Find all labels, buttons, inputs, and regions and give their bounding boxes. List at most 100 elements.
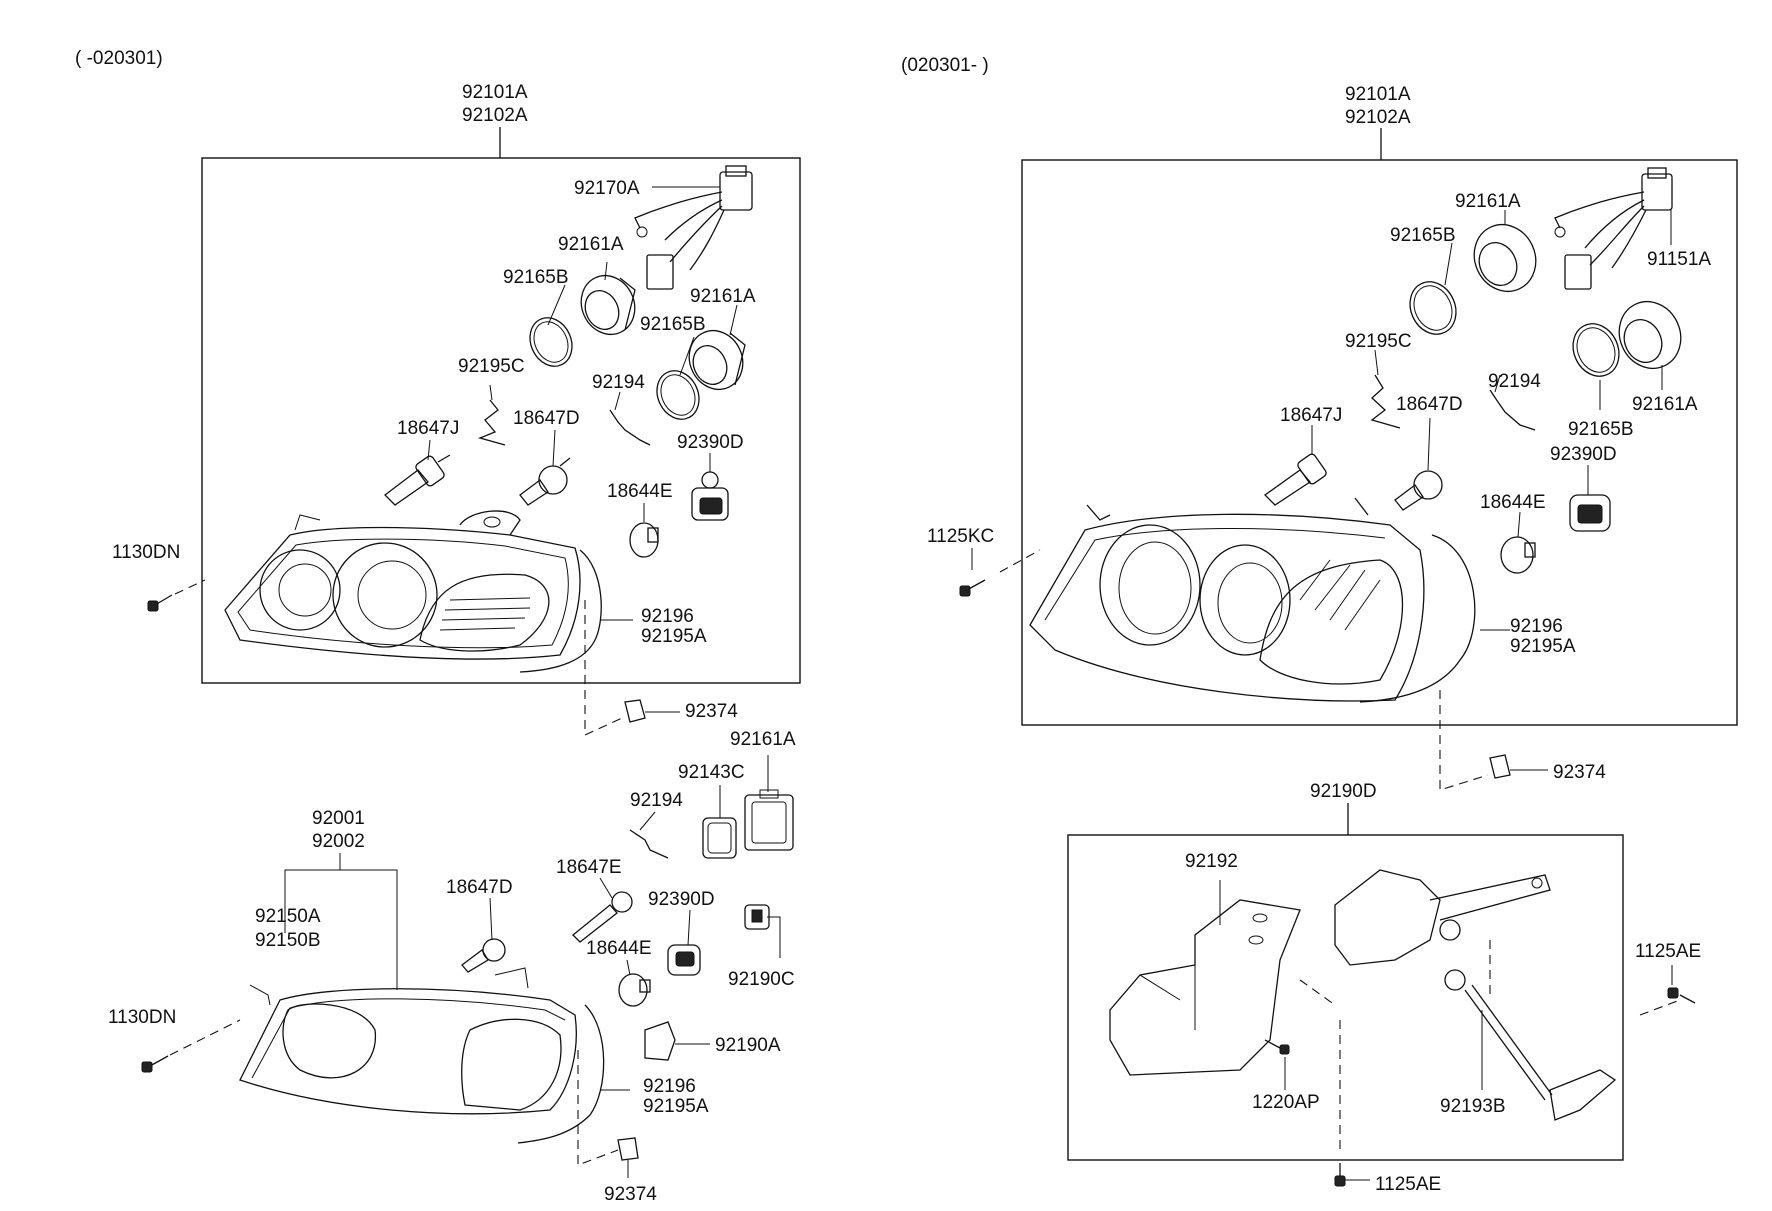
label-92194-lower: 92194 xyxy=(630,790,683,811)
label-92161A: 92161A xyxy=(690,286,756,307)
gasket-92196-lower xyxy=(517,1004,605,1144)
seal-ring-left-2 xyxy=(656,370,700,420)
label-92390D: 92390D xyxy=(677,432,744,453)
spring-clip-left-1 xyxy=(477,399,506,446)
lower-parts xyxy=(461,789,794,1166)
lower-sub-1: 92150A xyxy=(255,906,321,927)
label-92196: 92196 xyxy=(641,606,694,627)
bulb-18644E xyxy=(629,522,659,558)
headlamp-left-housing xyxy=(224,510,581,660)
label-92161A-lower: 92161A xyxy=(730,729,796,750)
label-1125AE-right: 1125AE xyxy=(1635,941,1701,962)
left-panel: ( -020301) 92101A 92102A xyxy=(75,48,801,1205)
socket-92390D xyxy=(691,471,729,521)
headlamp-left-lower-housing xyxy=(239,967,577,1115)
grommet-92374-upper xyxy=(584,600,680,736)
left-assembly-number-2: 92102A xyxy=(462,105,528,126)
label-92190C: 92190C xyxy=(728,969,795,990)
seal-ring-right-2 xyxy=(1572,323,1620,377)
label-92195A-r: 92195A xyxy=(1510,636,1576,657)
spring-clip-right-1 xyxy=(1370,374,1401,429)
spring-clip-right-2 xyxy=(1489,389,1536,431)
bulb-18647J xyxy=(384,454,451,506)
right-panel: (020301- ) 92101A 92102A xyxy=(901,55,1738,1195)
label-92165B: 92165B xyxy=(503,267,569,288)
label-92374: 92374 xyxy=(685,701,738,722)
bulb-18647J-right xyxy=(1263,453,1327,506)
label-92165B-r1: 92165B xyxy=(1390,225,1456,246)
left-assembly-number-1: 92101A xyxy=(462,82,528,103)
wiring-harness xyxy=(634,165,753,290)
left-date-range: ( -020301) xyxy=(75,48,163,69)
link-92193B xyxy=(1444,969,1617,1121)
leveling-leaders xyxy=(1219,880,1681,1181)
label-18644E-lower: 18644E xyxy=(586,938,652,959)
screw-1220AP xyxy=(1264,1039,1290,1055)
label-18644E-r: 18644E xyxy=(1480,492,1546,513)
seal-ring-right-1 xyxy=(1409,281,1457,335)
lower-number-1: 92001 xyxy=(312,808,365,829)
headlamp-right-housing xyxy=(1029,497,1425,702)
label-18647E: 18647E xyxy=(556,857,622,878)
spring-clip-left-2 xyxy=(609,409,651,446)
bracket-92192 xyxy=(1109,899,1301,1076)
label-92195C: 92195C xyxy=(458,356,525,377)
socket-cover-left-2 xyxy=(688,330,746,390)
label-1130DN-lower: 1130DN xyxy=(108,1007,176,1028)
gasket-92196-right xyxy=(1359,534,1476,703)
label-92194: 92194 xyxy=(592,372,645,393)
label-18644E: 18644E xyxy=(607,481,673,502)
label-1125KC: 1125KC xyxy=(927,526,994,547)
socket-92390D-right xyxy=(1569,494,1611,532)
label-92170A: 92170A xyxy=(574,178,640,199)
label-92161A-r1: 92161A xyxy=(1455,191,1521,212)
socket-cover-right-1 xyxy=(1473,224,1537,292)
screw-1125AE-bottom xyxy=(1334,1163,1346,1187)
screw-1130DN-upper xyxy=(147,579,206,612)
label-92195A-lower: 92195A xyxy=(643,1096,709,1117)
right-leaders xyxy=(971,210,1672,631)
label-92374-r: 92374 xyxy=(1553,762,1606,783)
seal-ring-left-1 xyxy=(529,317,573,367)
label-92190D: 92190D xyxy=(1310,781,1377,802)
screw-1125AE-right xyxy=(1667,987,1696,1004)
label-92161A: 92161A xyxy=(558,234,624,255)
right-assembly-box xyxy=(1021,159,1738,726)
label-18647J: 18647J xyxy=(397,418,459,439)
left-leaders xyxy=(427,186,738,621)
label-92165B: 92165B xyxy=(640,314,706,335)
screw-1125KC xyxy=(959,549,1041,597)
socket-cover-left-1 xyxy=(580,275,636,335)
bulb-18644E-right xyxy=(1500,536,1536,574)
lower-number-2: 92002 xyxy=(312,831,365,852)
label-92390D-lower: 92390D xyxy=(648,889,715,910)
label-18647D-lower: 18647D xyxy=(446,877,513,898)
label-18647D-r: 18647D xyxy=(1396,394,1463,415)
label-1125AE-bottom: 1125AE xyxy=(1375,1174,1441,1195)
label-18647D: 18647D xyxy=(513,408,580,429)
label-18647J-r: 18647J xyxy=(1280,405,1342,426)
socket-cover-right-2 xyxy=(1618,301,1682,369)
right-assembly-number-1: 92101A xyxy=(1345,84,1411,105)
grommet-92374-right xyxy=(1439,690,1548,791)
lower-leaders xyxy=(489,755,781,1178)
label-92390D-r: 92390D xyxy=(1550,444,1617,465)
label-1220AP: 1220AP xyxy=(1252,1092,1320,1113)
leveling-unit-box xyxy=(1067,834,1624,1161)
bulb-18647D-right xyxy=(1394,470,1443,511)
label-92196-r: 92196 xyxy=(1510,616,1563,637)
bulb-18647D xyxy=(519,457,571,506)
label-92161A-r2: 92161A xyxy=(1632,394,1698,415)
label-92195A: 92195A xyxy=(641,626,707,647)
label-1130DN: 1130DN xyxy=(112,542,180,563)
label-92193B: 92193B xyxy=(1440,1096,1506,1117)
left-assembly-box xyxy=(201,157,801,684)
leveling-motor xyxy=(1334,869,1551,966)
label-92195C-r: 92195C xyxy=(1345,331,1412,352)
label-92165B-r2: 92165B xyxy=(1568,419,1634,440)
right-date-range: (020301- ) xyxy=(901,55,989,76)
label-92192: 92192 xyxy=(1185,851,1238,872)
label-92143C: 92143C xyxy=(678,762,745,783)
screw-1130DN-lower xyxy=(141,1019,241,1073)
